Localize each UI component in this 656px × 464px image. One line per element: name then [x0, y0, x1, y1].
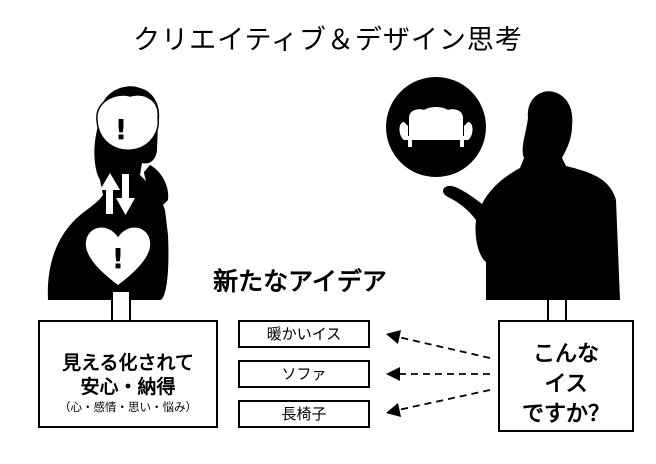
page-title: クリエイティブ＆デザイン思考	[133, 25, 523, 56]
sofa-icon	[386, 77, 486, 177]
left-callout-line1: 見える化されて	[62, 352, 194, 374]
arrow-head-2	[386, 367, 400, 381]
presenting-person-silhouette	[443, 91, 620, 301]
left-pointer-fill	[113, 292, 129, 324]
idea-box-1: 暖かいイス	[238, 320, 370, 348]
idea-box-2: ソファ	[238, 360, 370, 388]
head-exclamation: !	[115, 113, 128, 146]
left-callout-line3: （心・感情・思い・悩み）	[59, 400, 197, 414]
left-callout-line2: 安心・納得	[80, 376, 176, 398]
right-callout-line3: ですか？	[521, 402, 610, 427]
right-callout: こんな イス ですか？	[498, 320, 634, 432]
right-callout-line2: イス	[544, 372, 588, 397]
heart-icon	[84, 226, 152, 287]
left-callout: 見える化されて 安心・納得 （心・感情・思い・悩み）	[38, 320, 218, 428]
up-down-arrows-icon	[100, 173, 135, 215]
brain-icon	[96, 94, 159, 151]
ideas-heading: 新たなアイデア	[213, 267, 387, 296]
idea-box-3: 長椅子	[238, 400, 370, 428]
arrow-head-3	[386, 403, 401, 417]
right-callout-pointer	[547, 288, 567, 322]
arrow-head-1	[386, 330, 401, 344]
heart-exclamation: !	[112, 242, 125, 275]
left-callout-pointer	[111, 291, 131, 322]
dashed-arrows	[397, 336, 491, 411]
right-callout-line1: こんな	[532, 342, 599, 367]
